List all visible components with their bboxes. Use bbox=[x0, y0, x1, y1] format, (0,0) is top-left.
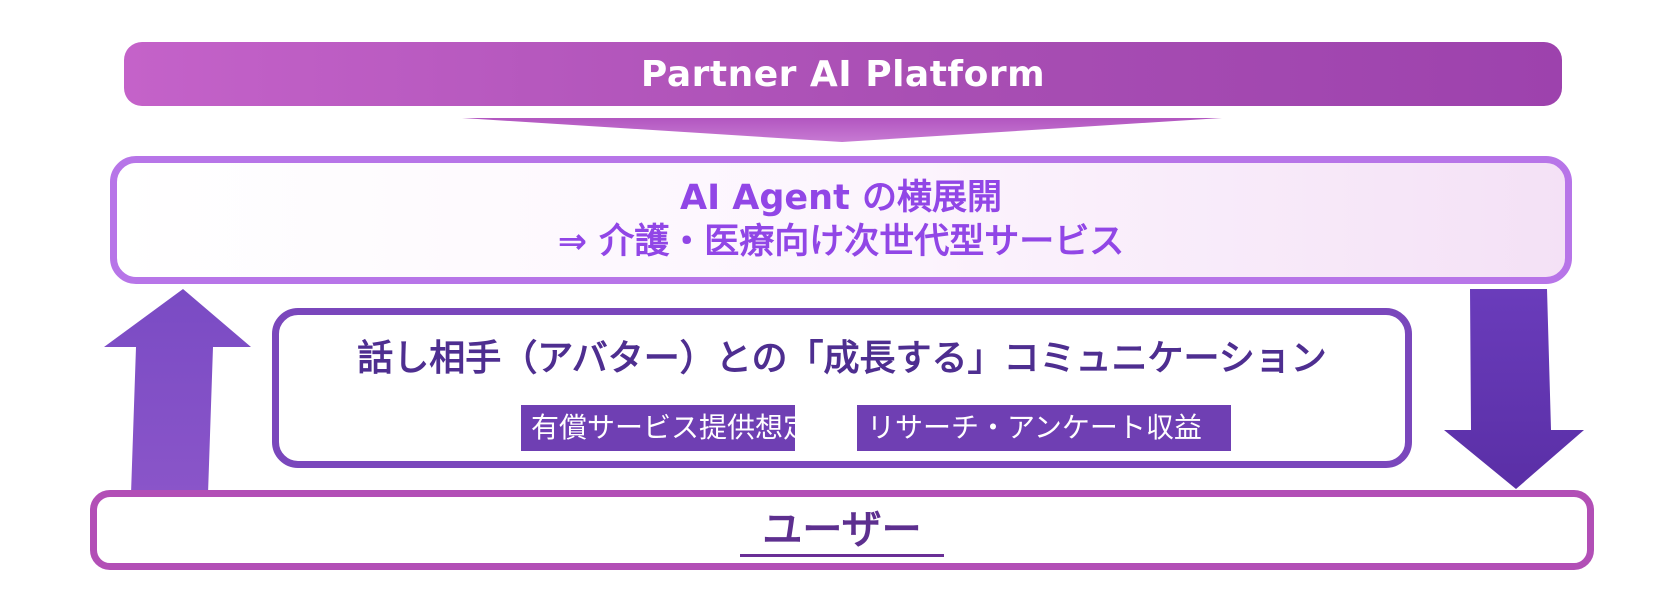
down-arrow bbox=[1444, 289, 1584, 489]
agent-subtitle: ⇒ 介護・医療向け次世代型サービス bbox=[557, 222, 1125, 262]
up-arrow bbox=[104, 289, 251, 494]
platform-title: Partner AI Platform bbox=[640, 53, 1046, 95]
tag-paid-service: 有償サービス提供想定 bbox=[521, 405, 811, 451]
agent-title: AI Agent の横展開 bbox=[679, 178, 1002, 218]
tag-research-revenue: リサーチ・アンケート収益 bbox=[857, 405, 1231, 451]
communication-title: 話し相手（アバター）との「成長する」コミュニケーション bbox=[357, 338, 1327, 379]
agent-box: AI Agent の横展開 ⇒ 介護・医療向け次世代型サービス bbox=[110, 156, 1572, 284]
communication-box: 話し相手（アバター）との「成長する」コミュニケーション 有償サービス提供想定 リ… bbox=[272, 308, 1412, 468]
funnel-shape bbox=[462, 118, 1222, 142]
platform-bar: Partner AI Platform bbox=[124, 42, 1562, 106]
user-label: ユーザー bbox=[740, 506, 944, 557]
